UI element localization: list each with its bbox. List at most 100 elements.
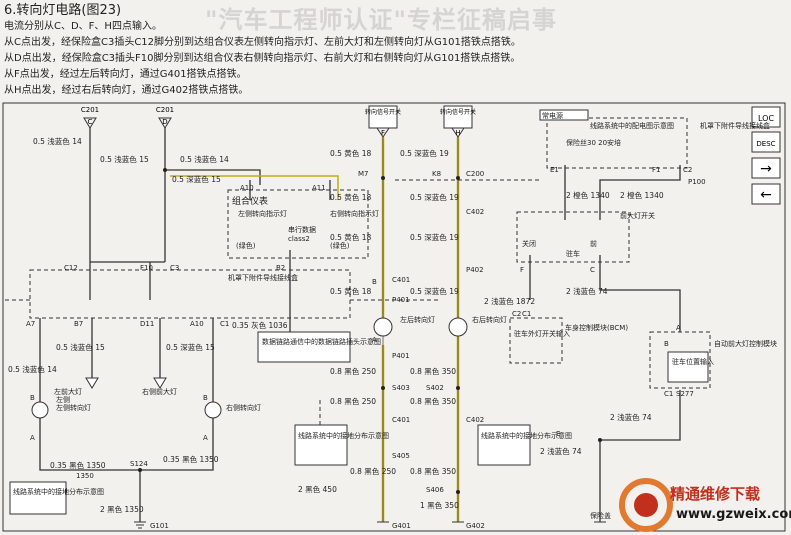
svg-text:G101: G101 bbox=[150, 522, 169, 530]
side-icons: LOC DESC → ← bbox=[751, 106, 781, 205]
svg-text:F10: F10 bbox=[140, 264, 153, 272]
input-c: C C201 bbox=[81, 106, 99, 129]
svg-text:线路系统中的接地分布示意图: 线路系统中的接地分布示意图 bbox=[13, 487, 104, 496]
svg-text:A11: A11 bbox=[312, 184, 326, 192]
svg-text:0.5 浅蓝色 14: 0.5 浅蓝色 14 bbox=[180, 154, 229, 164]
svg-text:左侧: 左侧 bbox=[56, 395, 70, 404]
svg-text:(绿色): (绿色) bbox=[236, 241, 256, 250]
svg-text:0.8 黑色 350: 0.8 黑色 350 bbox=[410, 466, 456, 476]
svg-text:(绿色): (绿色) bbox=[330, 241, 350, 250]
svg-text:S402: S402 bbox=[426, 384, 444, 392]
desc-icon: DESC bbox=[756, 140, 775, 148]
svg-text:A10: A10 bbox=[240, 184, 254, 192]
svg-text:自动前大灯控制模块: 自动前大灯控制模块 bbox=[714, 339, 777, 348]
svg-text:A7: A7 bbox=[26, 320, 35, 328]
svg-text:线路系统中的接地分布示意图: 线路系统中的接地分布示意图 bbox=[298, 431, 389, 440]
page-title: 6.转向灯电路(图23) bbox=[4, 3, 122, 18]
logo-title: 精通维修下载 bbox=[670, 485, 761, 503]
hood-box-right bbox=[546, 117, 688, 169]
svg-text:0.35 灰色 1036: 0.35 灰色 1036 bbox=[232, 320, 288, 330]
arrow-right-icon: → bbox=[760, 161, 772, 177]
svg-text:0.8 黑色 350: 0.8 黑色 350 bbox=[410, 396, 456, 406]
svg-text:A10: A10 bbox=[190, 320, 204, 328]
svg-text:右侧转向灯: 右侧转向灯 bbox=[226, 403, 261, 412]
svg-text:0.5 浅蓝色 14: 0.5 浅蓝色 14 bbox=[33, 136, 82, 146]
svg-text:C2: C2 bbox=[512, 310, 521, 318]
svg-text:0.5 浅蓝色 15: 0.5 浅蓝色 15 bbox=[100, 154, 149, 164]
logo-url[interactable]: www.gzweix.com bbox=[676, 507, 791, 522]
svg-text:C12: C12 bbox=[64, 264, 78, 272]
svg-text:C: C bbox=[590, 266, 595, 274]
svg-text:0.5 黄色 18: 0.5 黄色 18 bbox=[330, 148, 371, 158]
svg-text:B7: B7 bbox=[74, 320, 83, 328]
svg-text:G402: G402 bbox=[466, 522, 485, 530]
svg-text:转向信号开关: 转向信号开关 bbox=[365, 108, 401, 116]
svg-text:G401: G401 bbox=[392, 522, 411, 530]
svg-text:前: 前 bbox=[590, 239, 597, 248]
svg-text:左前大灯: 左前大灯 bbox=[54, 387, 82, 396]
svg-text:常电源: 常电源 bbox=[542, 111, 563, 120]
input-f: 转向信号开关 F bbox=[365, 105, 401, 138]
svg-text:0.8 黑色 250: 0.8 黑色 250 bbox=[330, 396, 376, 406]
svg-text:B: B bbox=[372, 278, 377, 286]
svg-text:C2: C2 bbox=[683, 166, 692, 174]
svg-text:2 黑色 450: 2 黑色 450 bbox=[298, 484, 337, 494]
svg-text:左侧转向指示灯: 左侧转向指示灯 bbox=[238, 209, 287, 218]
svg-text:2 橙色 1340: 2 橙色 1340 bbox=[620, 190, 664, 200]
switch-box bbox=[516, 211, 630, 263]
svg-text:class2: class2 bbox=[288, 235, 310, 243]
svg-text:2 浅蓝色 74: 2 浅蓝色 74 bbox=[566, 286, 608, 296]
site-logo[interactable]: 精通维修下载 www.gzweix.com bbox=[618, 477, 791, 533]
svg-text:C201: C201 bbox=[81, 106, 99, 114]
svg-text:S406: S406 bbox=[426, 486, 444, 494]
svg-text:C1: C1 bbox=[522, 310, 531, 318]
svg-text:S403: S403 bbox=[392, 384, 410, 392]
combo-box bbox=[227, 189, 369, 259]
desc-line: 电流分别从C、D、F、H四点输入。 bbox=[4, 21, 162, 32]
svg-text:0.5 浅蓝色 14: 0.5 浅蓝色 14 bbox=[8, 364, 57, 374]
svg-text:保险丝30 20安培: 保险丝30 20安培 bbox=[566, 138, 621, 147]
svg-text:0.8 黑色 350: 0.8 黑色 350 bbox=[410, 366, 456, 376]
svg-text:驻车: 驻车 bbox=[566, 249, 580, 258]
svg-text:驻车外灯开关输入: 驻车外灯开关输入 bbox=[514, 329, 570, 338]
header: 6.转向灯电路(图23) 电流分别从C、D、F、H四点输入。 从C点出发，经保险… bbox=[4, 2, 604, 99]
svg-text:关闭: 关闭 bbox=[522, 239, 536, 248]
svg-text:0.5 浅蓝色 15: 0.5 浅蓝色 15 bbox=[56, 342, 105, 352]
watermark: "汽车工程师认证"专栏征稿启事 bbox=[205, 6, 558, 34]
svg-text:右侧转向指示灯: 右侧转向指示灯 bbox=[330, 209, 379, 218]
svg-text:0.5 深蓝色 15: 0.5 深蓝色 15 bbox=[166, 342, 215, 352]
svg-text:0.8 黑色 250: 0.8 黑色 250 bbox=[330, 366, 376, 376]
svg-text:P401: P401 bbox=[392, 296, 410, 304]
svg-text:C401: C401 bbox=[392, 276, 410, 284]
svg-text:C201: C201 bbox=[156, 106, 174, 114]
svg-text:1350: 1350 bbox=[76, 472, 94, 480]
input-h: 转向信号开关 H bbox=[440, 105, 476, 138]
svg-text:0.5 黄色 18: 0.5 黄色 18 bbox=[330, 286, 371, 296]
svg-text:2 浅蓝色 74: 2 浅蓝色 74 bbox=[540, 446, 582, 456]
svg-text:C402: C402 bbox=[466, 208, 484, 216]
svg-text:S277: S277 bbox=[676, 390, 694, 398]
svg-text:C200: C200 bbox=[466, 170, 484, 178]
arrow-left-icon: ← bbox=[760, 187, 772, 203]
svg-text:组合仪表: 组合仪表 bbox=[232, 195, 268, 207]
svg-text:0.5 深蓝色 19: 0.5 深蓝色 19 bbox=[410, 192, 459, 202]
svg-text:左侧转向灯: 左侧转向灯 bbox=[56, 403, 91, 412]
svg-text:右后转向灯: 右后转向灯 bbox=[472, 315, 507, 324]
logo-ring-icon bbox=[619, 478, 673, 532]
svg-text:驻车位置输入: 驻车位置输入 bbox=[672, 357, 714, 366]
svg-text:E1: E1 bbox=[550, 166, 559, 174]
svg-text:B: B bbox=[664, 340, 669, 348]
svg-text:线路系统中的接地分布示意图: 线路系统中的接地分布示意图 bbox=[481, 431, 572, 440]
lamps bbox=[31, 317, 468, 419]
svg-text:0.5 黄色 18: 0.5 黄色 18 bbox=[330, 192, 371, 202]
svg-text:P100: P100 bbox=[688, 178, 706, 186]
svg-text:A: A bbox=[203, 434, 208, 442]
svg-text:0.35 黑色 1350: 0.35 黑色 1350 bbox=[50, 460, 106, 470]
svg-text:D11: D11 bbox=[140, 320, 154, 328]
svg-text:A: A bbox=[372, 336, 377, 344]
svg-text:车身控制模块(BCM): 车身控制模块(BCM) bbox=[565, 323, 628, 332]
svg-text:线路系统中的配电图示意图: 线路系统中的配电图示意图 bbox=[590, 121, 674, 130]
svg-text:2 黑色 1350: 2 黑色 1350 bbox=[100, 504, 144, 514]
input-d: D C201 bbox=[156, 106, 174, 129]
